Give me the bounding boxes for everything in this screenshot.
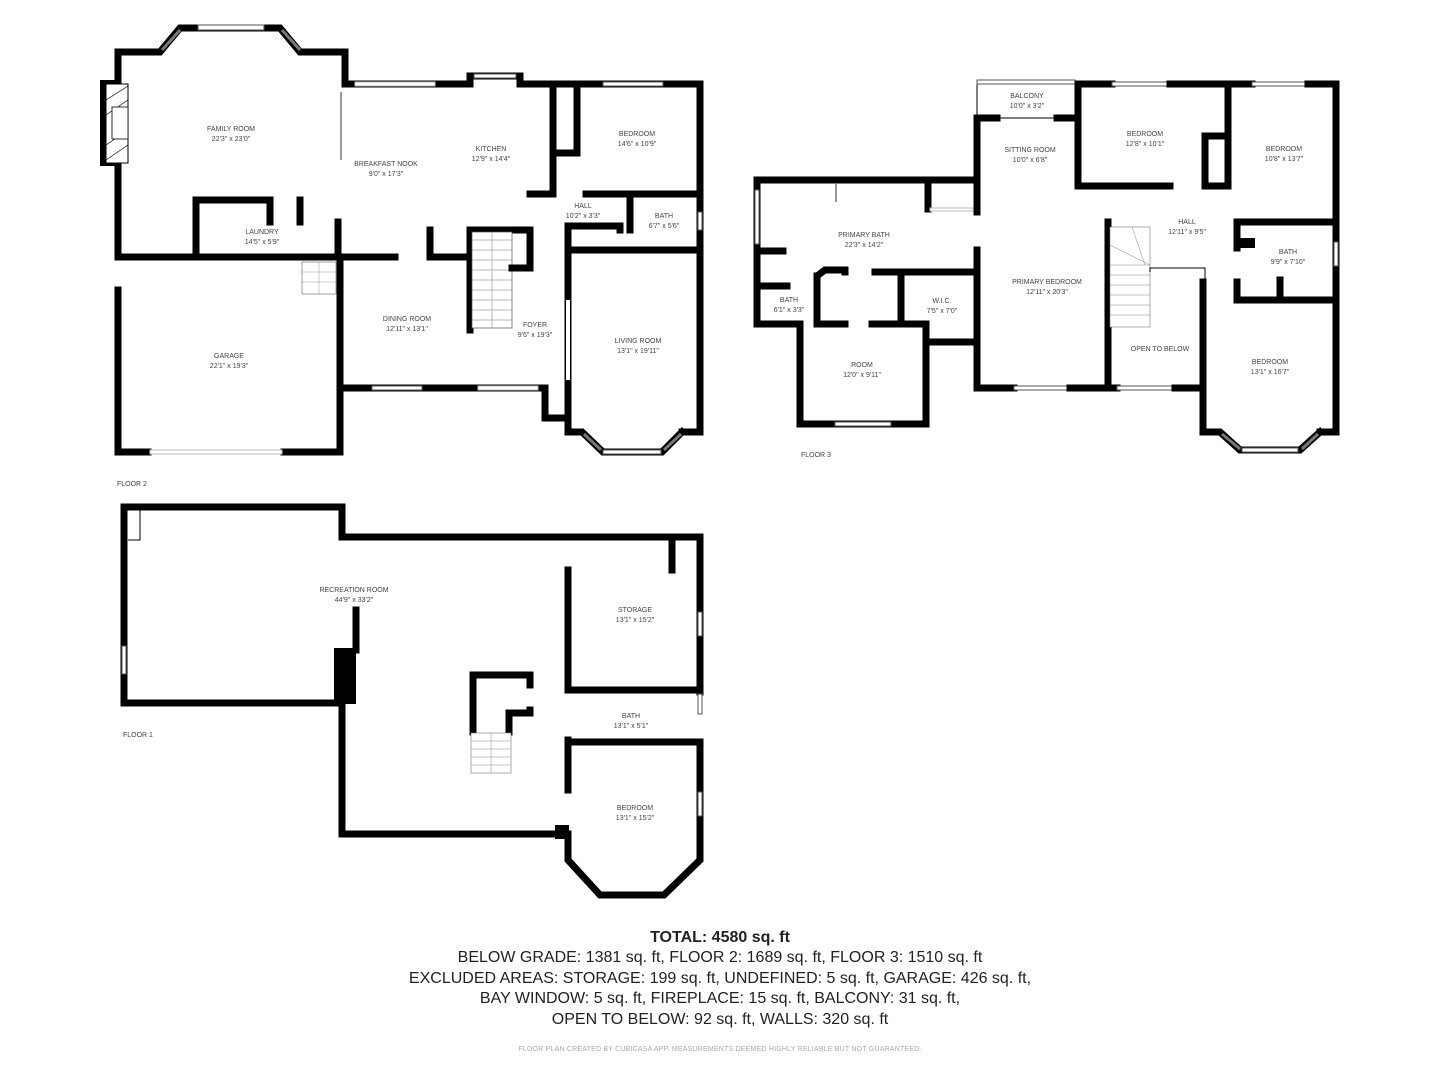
floor-1-label: FLOOR 1: [123, 732, 153, 739]
floor-1-walls: [120, 503, 704, 899]
stairs-icon: [1109, 226, 1151, 328]
area-breakdown-line: BELOW GRADE: 1381 sq. ft, FLOOR 2: 1689 …: [457, 949, 983, 966]
area-summary: TOTAL: 4580 sq. ft BELOW GRADE: 1381 sq.…: [0, 927, 1440, 1030]
floor-2-label: FLOOR 2: [117, 481, 147, 488]
excluded-areas-line: BAY WINDOW: 5 sq. ft, FIREPLACE: 15 sq. …: [479, 990, 961, 1007]
fireplace-icon: [100, 80, 129, 166]
disclaimer: FLOOR PLAN CREATED BY CUBICASA APP. MEAS…: [518, 1046, 922, 1053]
floor-3-label: FLOOR 3: [801, 452, 831, 459]
stairs-icon: [471, 231, 513, 329]
excluded-areas-line: OPEN TO BELOW: 92 sq. ft, WALLS: 320 sq.…: [551, 1010, 889, 1028]
stairs-icon: [470, 732, 512, 774]
room-label-walk-in-closet: W.I.C.7'5" x 7'0": [926, 298, 958, 315]
floor-3-walls: [753, 79, 1340, 454]
floor-2-walls: [100, 24, 704, 456]
excluded-areas-line: EXCLUDED AREAS: STORAGE: 199 sq. ft, UND…: [408, 969, 1032, 987]
total-area: TOTAL: 4580 sq. ft: [650, 929, 790, 946]
room-label-open-to-below: OPEN TO BELOW: [1130, 346, 1190, 353]
